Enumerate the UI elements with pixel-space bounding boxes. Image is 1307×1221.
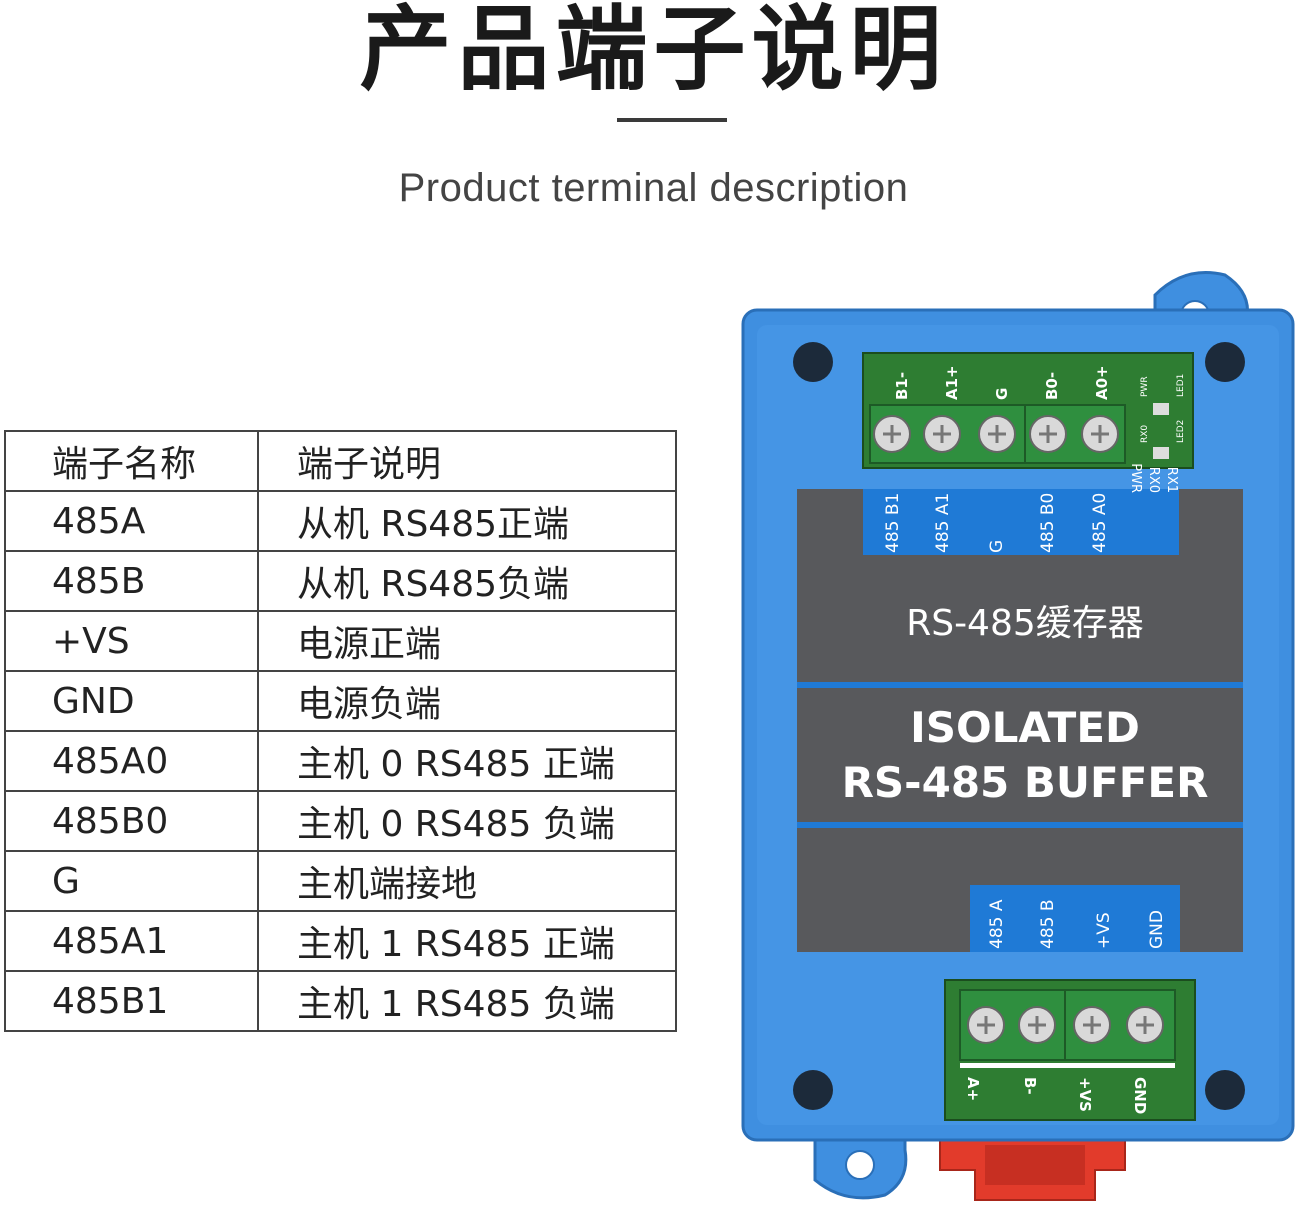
terminal-desc: 从机 RS485正端 [257, 490, 677, 552]
device-name-en-line1: ISOLATED [910, 703, 1140, 752]
case-hole [1205, 342, 1245, 382]
terminal-desc: 主机 1 RS485 正端 [257, 910, 677, 972]
terminal-name: GND [4, 670, 259, 732]
column-header-name: 端子名称 [4, 430, 259, 492]
divider-line-bottom [797, 822, 1243, 828]
pcb-label-gnd: GND [1131, 1077, 1149, 1114]
device-name-en-line2: RS-485 BUFFER [842, 758, 1209, 807]
column-header-desc: 端子说明 [257, 430, 677, 492]
panel-label-gnd: GND [1147, 910, 1167, 949]
panel-label-485b: 485 B [1038, 899, 1058, 949]
led-label-1: LED1 [1176, 374, 1186, 397]
terminal-desc: 主机 0 RS485 负端 [257, 790, 677, 852]
device-illustration: B1- A1+ G B0- A0+ PWR RX0 LED1 LED2 485 … [741, 271, 1295, 1201]
case-hole [793, 342, 833, 382]
terminal-desc: 从机 RS485负端 [257, 550, 677, 612]
panel-label-485a1: 485 A1 [933, 493, 953, 553]
panel-label-g: G [987, 540, 1007, 553]
pcb-label-b-minus: B- [1021, 1077, 1039, 1095]
indicator-pwr: PWR [1128, 463, 1143, 493]
top-screws [873, 415, 1119, 453]
panel-label-485a: 485 A [987, 899, 1007, 949]
pcb-label-g: G [993, 388, 1011, 400]
page-subtitle-en: Product terminal description [398, 166, 909, 210]
pcb-label-a1: A1+ [943, 365, 961, 400]
pcb-label-vs: +VS [1076, 1077, 1094, 1112]
pcb-label-b1: B1- [893, 372, 911, 400]
case-hole [1205, 1070, 1245, 1110]
panel-label-vs: +VS [1094, 912, 1114, 949]
panel-label-485a0: 485 A0 [1090, 493, 1110, 553]
terminal-name: 485B [4, 550, 259, 612]
terminal-name: 485A [4, 490, 259, 552]
led-label-pwr: PWR [1140, 376, 1150, 397]
device-name-cn: RS-485缓存器 [906, 603, 1144, 644]
pcb-label-a0: A0+ [1093, 365, 1111, 400]
terminal-desc: 主机 0 RS485 正端 [257, 730, 677, 792]
panel-label-485b1: 485 B1 [883, 493, 903, 553]
terminal-desc: 电源负端 [257, 670, 677, 732]
terminal-name: 485B1 [4, 970, 259, 1032]
terminal-name: 485A1 [4, 910, 259, 972]
pcb-label-a-plus: A+ [964, 1077, 982, 1101]
terminal-desc: 电源正端 [257, 610, 677, 672]
led-label-2: LED2 [1176, 420, 1186, 443]
led-rx0 [1153, 447, 1169, 459]
table-header-row: 端子名称 端子说明 [4, 430, 677, 492]
indicator-rx0: RX0 [1146, 467, 1161, 493]
terminal-name: G [4, 850, 259, 912]
terminal-name: 485A0 [4, 730, 259, 792]
indicator-rx1: RX1 [1164, 467, 1179, 493]
divider-line-top [797, 682, 1243, 688]
pcb-label-b0: B0- [1043, 372, 1061, 400]
terminal-name: 485B0 [4, 790, 259, 852]
led-pwr [1153, 403, 1169, 415]
top-label-strip [863, 489, 1179, 555]
title-divider [617, 118, 727, 122]
terminal-desc: 主机 1 RS485 负端 [257, 970, 677, 1032]
panel-label-485b0: 485 B0 [1038, 493, 1058, 553]
led-label-rx0: RX0 [1140, 425, 1150, 443]
case-hole [793, 1070, 833, 1110]
page-title-cn: 产品端子说明 [359, 0, 948, 103]
terminal-name: +VS [4, 610, 259, 672]
bottom-screws [967, 1006, 1164, 1044]
ear-hole-bottom [845, 1150, 875, 1180]
terminal-desc: 主机端接地 [257, 850, 677, 912]
bottom-label-strip [970, 885, 1180, 952]
front-panel [797, 489, 1243, 952]
